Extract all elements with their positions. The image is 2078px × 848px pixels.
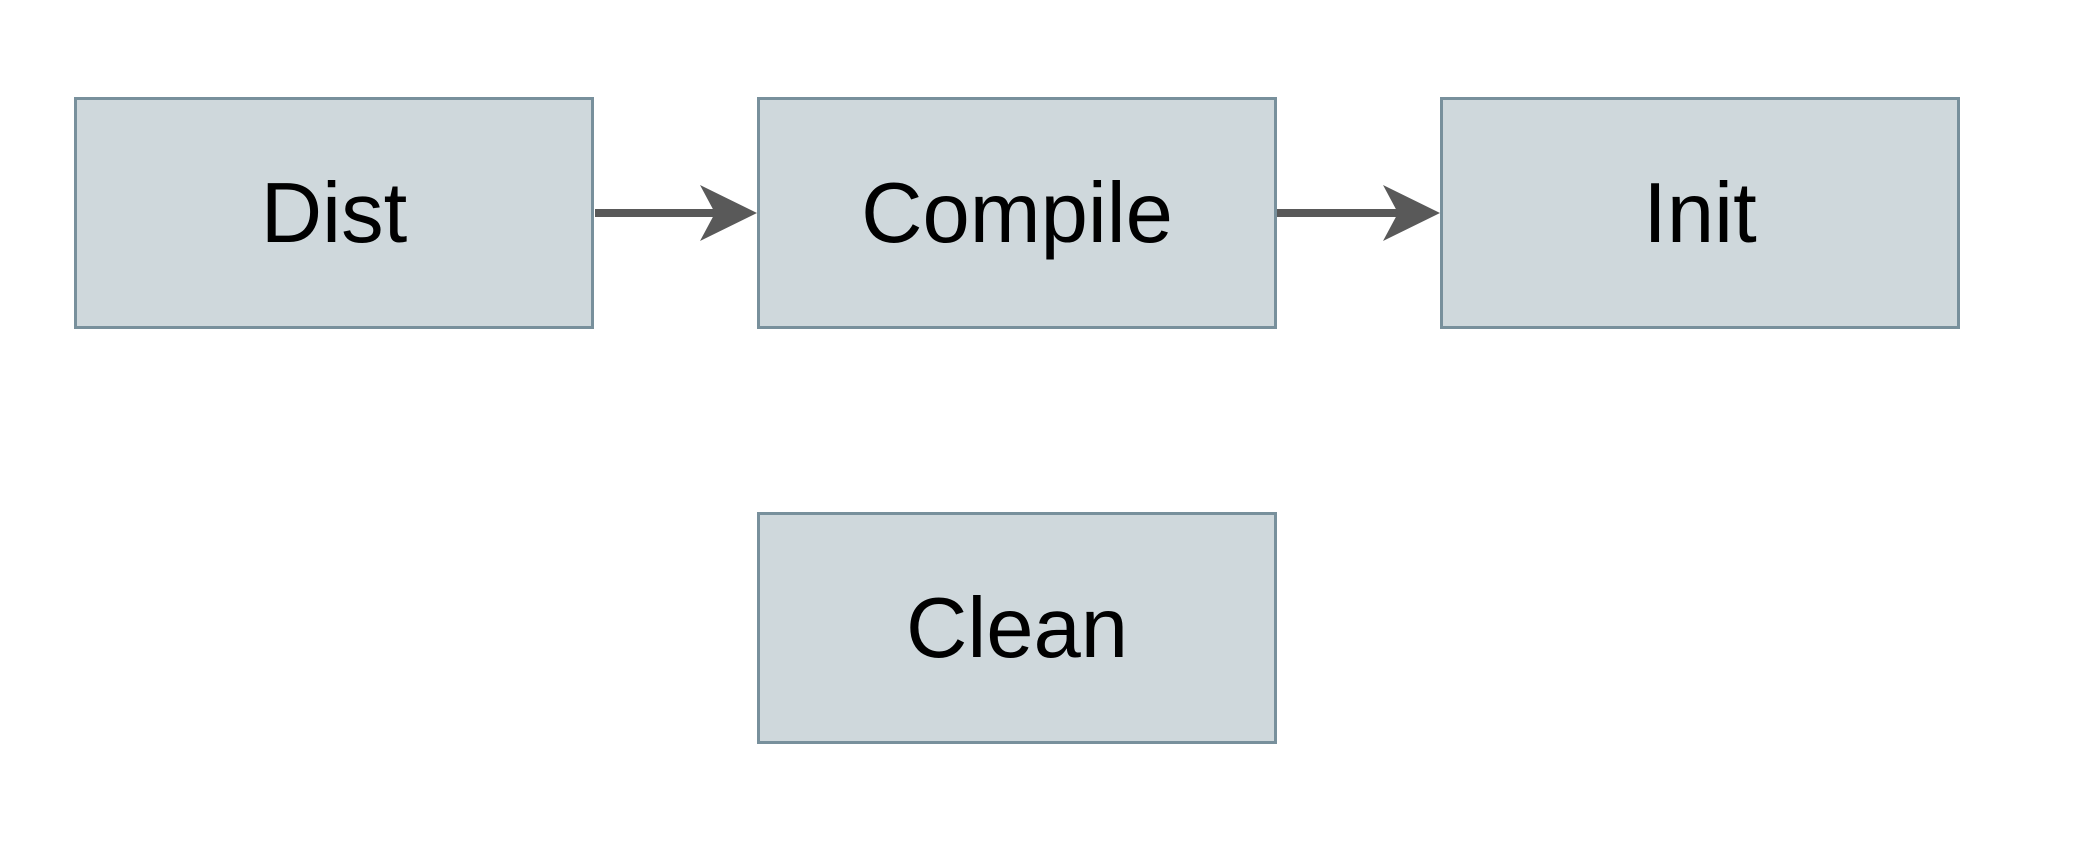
node-init: Init	[1440, 97, 1960, 329]
node-clean-label: Clean	[905, 580, 1129, 676]
arrowhead-icon	[700, 185, 757, 241]
arrowhead-icon	[1383, 185, 1440, 241]
node-dist-label: Dist	[260, 165, 408, 261]
node-compile-label: Compile	[861, 165, 1173, 261]
arrow-dist-to-compile	[595, 185, 757, 241]
arrow-compile-to-init	[1277, 185, 1440, 241]
node-init-label: Init	[1643, 165, 1757, 261]
node-compile: Compile	[757, 97, 1277, 329]
node-dist: Dist	[74, 97, 594, 329]
node-clean: Clean	[757, 512, 1277, 744]
